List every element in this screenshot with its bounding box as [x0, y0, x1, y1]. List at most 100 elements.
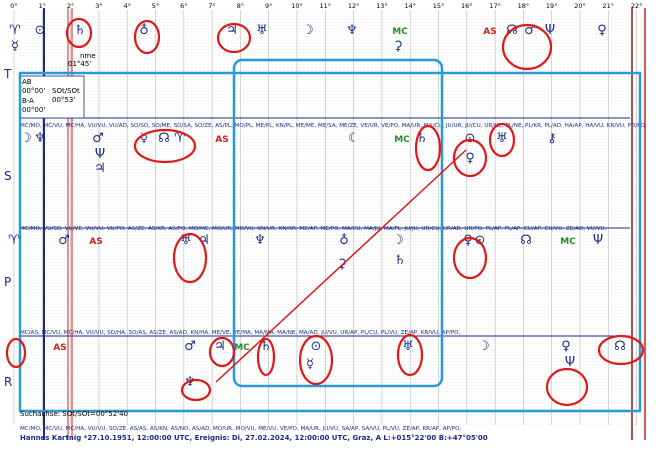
highlight-boxes	[18, 58, 642, 413]
marker-circle	[452, 138, 488, 178]
search-axis-label: Suchachse: SOt/SOt=00°52'40	[20, 410, 128, 418]
planet-glyph: ♆	[346, 23, 358, 38]
marker-circle	[597, 334, 645, 366]
planet-glyph: Ψ	[565, 355, 575, 370]
marker-circle	[298, 334, 334, 386]
info-ba: B-A	[22, 97, 34, 105]
marker-circle	[180, 378, 212, 402]
planet-glyph: ☊	[614, 339, 626, 354]
degree-tick-label: 17°	[489, 2, 501, 10]
marker-circle	[396, 333, 424, 377]
planet-glyph: ♀	[597, 23, 607, 38]
planet-glyph: AS	[89, 237, 102, 247]
planet-glyph: ♅	[256, 23, 268, 38]
info-box: AB 00°00' B-A 00°00' SOt/SOt 00°53'	[19, 75, 85, 119]
marker-circle	[256, 337, 276, 377]
planet-glyph: MC	[560, 237, 576, 247]
planet-glyph: ♂	[184, 339, 196, 354]
planet-glyph: AS	[483, 27, 496, 37]
planet-glyph: Ψ	[545, 23, 555, 38]
degree-tick-label: 6°	[180, 2, 187, 10]
planet-glyph: AS	[53, 343, 66, 353]
degree-tick-label: 10°	[291, 2, 303, 10]
marker-circle	[172, 232, 208, 284]
planet-glyph: ⊙	[465, 131, 476, 146]
planet-glyph: ♈	[8, 233, 20, 248]
degree-ruler: 0°1°2°3°4°5°6°7°8°9°10°11°12°13°14°15°16…	[10, 2, 642, 425]
row-letter-r: R	[4, 375, 12, 389]
degree-tick-label: 15°	[433, 2, 445, 10]
planet-glyph: ☊	[520, 233, 532, 248]
planet-glyph: ☽	[478, 339, 490, 354]
info-ba-value: 00°00'	[22, 106, 45, 114]
row-letter-s: S	[4, 169, 12, 183]
planet-glyph: ⊙	[311, 339, 322, 354]
planet-glyph: Ψ	[593, 233, 603, 248]
marker-circle	[501, 23, 553, 71]
marker-circle	[5, 337, 27, 369]
info-ab-value: 00°00'	[22, 87, 45, 95]
planet-glyph: ♃	[214, 339, 226, 354]
planet-glyph: ♃	[226, 23, 238, 38]
planet-glyph: ♀	[465, 151, 475, 166]
planet-glyph: ♂	[524, 23, 536, 38]
planet-glyph: ☽	[302, 23, 314, 38]
planet-glyph: ☿	[306, 357, 314, 372]
planet-glyph: ♀	[463, 233, 473, 248]
planet-glyph: Ψ	[95, 147, 105, 162]
degree-tick-label: 21°	[603, 2, 615, 10]
planet-glyph: ♆	[184, 375, 196, 390]
planet-glyph: ☽	[392, 233, 404, 248]
degree-tick-label: 1°	[39, 2, 46, 10]
sums-row-r: MC/AS, MC/VU, MC/HA, VU/VU, SO/HA, SO/AS…	[20, 330, 460, 336]
glyph-row-s: ☽♆♂Ψ♃☿☊♈AS♀♄☾MC⊙♅⚷	[20, 131, 557, 176]
planet-glyph: ⊙	[475, 233, 486, 248]
degree-tick-label: 22°	[631, 2, 643, 10]
planet-glyph: ♆	[254, 233, 266, 248]
sums-bottom: MC/MO, MC/VU, MC/HA, VU/VU, SO/ZE, AS/AS…	[20, 426, 462, 432]
glyph-row-r: AS♂♃MC♄⊙♆♅☽Ψ☊♀☿	[53, 339, 626, 390]
planet-glyph: ♄	[394, 253, 406, 268]
planet-glyph: ♃	[198, 233, 210, 248]
sum-rows: MC/MO, MC/VU, MC/HA, VU/VU, VU/AD, SO/SO…	[20, 123, 647, 432]
planet-glyph: ♅	[180, 233, 192, 248]
planet-glyph: ♂	[58, 233, 70, 248]
planet-glyph: ☽	[20, 131, 32, 146]
planet-glyph: ♅	[402, 339, 414, 354]
sums-row-p: MC/MO, VU/SO, VU/VE, VU/VU, VU/PO, AS/ZE…	[20, 226, 607, 232]
planet-glyph: ♁	[339, 233, 349, 248]
sums-row-s: MC/MO, MC/VU, MC/HA, VU/VU, VU/AD, SO/SO…	[20, 123, 647, 129]
row-separators	[20, 117, 630, 337]
t-row-note: nme 01°45'	[68, 52, 96, 68]
planet-glyph: ☊	[158, 131, 170, 146]
marker-circle	[208, 336, 236, 368]
planet-glyph: ♄	[74, 23, 86, 38]
degree-tick-label: 5°	[152, 2, 159, 10]
degree-tick-label: 4°	[124, 2, 131, 10]
footer-info: Hannes Kartnig *27.10.1951, 12:00:00 UTC…	[20, 434, 488, 442]
degree-tick-label: 8°	[237, 2, 244, 10]
planet-glyph: ⊙	[35, 23, 46, 38]
planet-glyph: ♀	[561, 339, 571, 354]
degree-tick-label: 18°	[518, 2, 530, 10]
planet-glyph: ♂	[92, 131, 104, 146]
degree-tick-label: 20°	[574, 2, 586, 10]
planet-glyph: ♁	[139, 23, 149, 38]
planet-glyph: ♄	[416, 131, 428, 146]
degree-tick-label: 11°	[320, 2, 332, 10]
planet-glyph: ⚷	[547, 131, 557, 146]
marker-circle	[133, 128, 197, 164]
planet-glyph: ☿	[140, 131, 148, 146]
note-name: nme	[80, 52, 96, 60]
planet-glyph: ☾	[348, 131, 360, 146]
marker-circle	[452, 236, 488, 280]
degree-tick-label: 16°	[461, 2, 473, 10]
degree-tick-label: 0°	[10, 2, 17, 10]
info-sot-value: 00°53'	[52, 96, 75, 104]
row-letters: T S P R	[3, 67, 12, 389]
aspect-line	[215, 149, 467, 383]
marker-circle	[216, 22, 252, 54]
row-letter-p: P	[4, 275, 11, 289]
